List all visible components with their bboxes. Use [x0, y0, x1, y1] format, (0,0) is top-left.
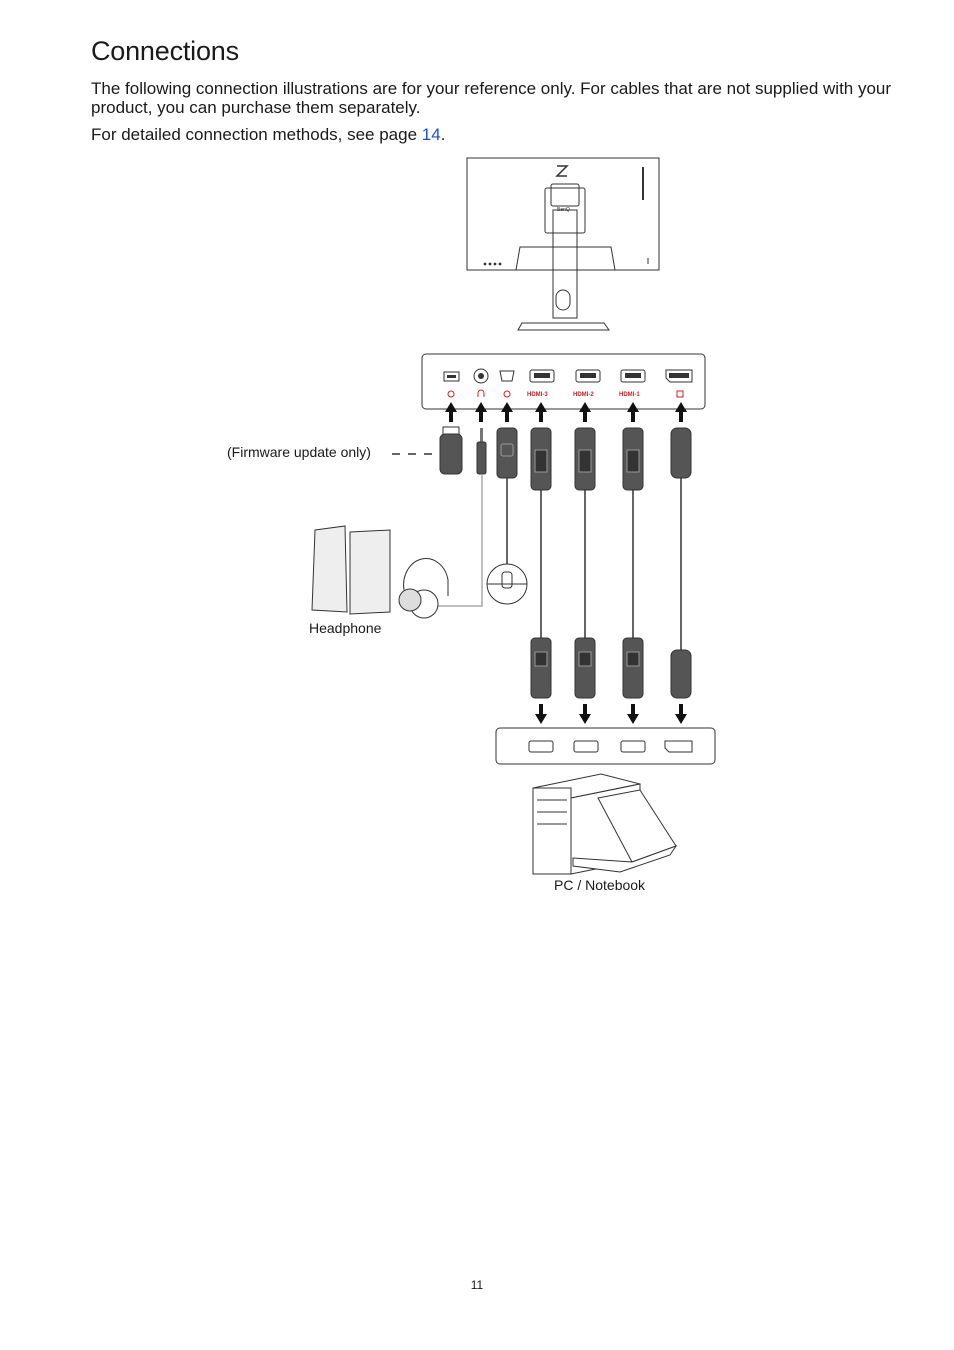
- firmware-label: (Firmware update only): [227, 444, 371, 460]
- detail-suffix: .: [440, 125, 446, 144]
- intro-paragraph: The following connection illustrations a…: [91, 79, 892, 117]
- upload-arrows: [445, 402, 687, 422]
- hdmi2-label: HDMI-2: [573, 392, 594, 398]
- hdmi-cable-3: [530, 427, 552, 699]
- hdmi3-label: HDMI-3: [527, 392, 548, 398]
- displayport-cable: [670, 427, 692, 699]
- hdmi-cable-1: [622, 427, 644, 699]
- usb-stick: [439, 426, 463, 475]
- pc-notebook-illustration: [532, 773, 678, 875]
- usb-port-icon: [447, 390, 455, 398]
- page-link[interactable]: 14: [421, 125, 441, 144]
- service-port-icon: [503, 390, 511, 398]
- service-connector: [486, 427, 528, 605]
- hdmi-cable-2: [574, 427, 596, 699]
- port-panel: HDMI-3 HDMI-2 HDMI-1: [421, 353, 706, 410]
- headphone-port-icon: [477, 389, 485, 397]
- detail-paragraph: For detailed connection methods, see pag…: [91, 125, 445, 144]
- service-port: [499, 370, 515, 382]
- hdmi1-label: HDMI-1: [619, 392, 640, 398]
- detail-prefix: For detailed connection methods, see pag…: [91, 125, 422, 144]
- audio-plug: [428, 428, 487, 607]
- monitor-logo-text: BenQ: [557, 207, 570, 213]
- monitor-buttons: [483, 262, 502, 266]
- page-number: 11: [470, 1278, 484, 1292]
- monitor-back: [466, 157, 660, 331]
- page-title: Connections: [91, 36, 239, 66]
- pc-notebook-label: PC / Notebook: [554, 877, 646, 893]
- headphone-label: Headphone: [309, 620, 382, 636]
- download-arrows: [535, 704, 687, 724]
- pc-port-panel: [495, 727, 716, 765]
- dp-port-icon: [676, 390, 684, 398]
- speakers-headphone-illustration: [311, 525, 449, 619]
- monitor-zowie-logo: [555, 165, 569, 177]
